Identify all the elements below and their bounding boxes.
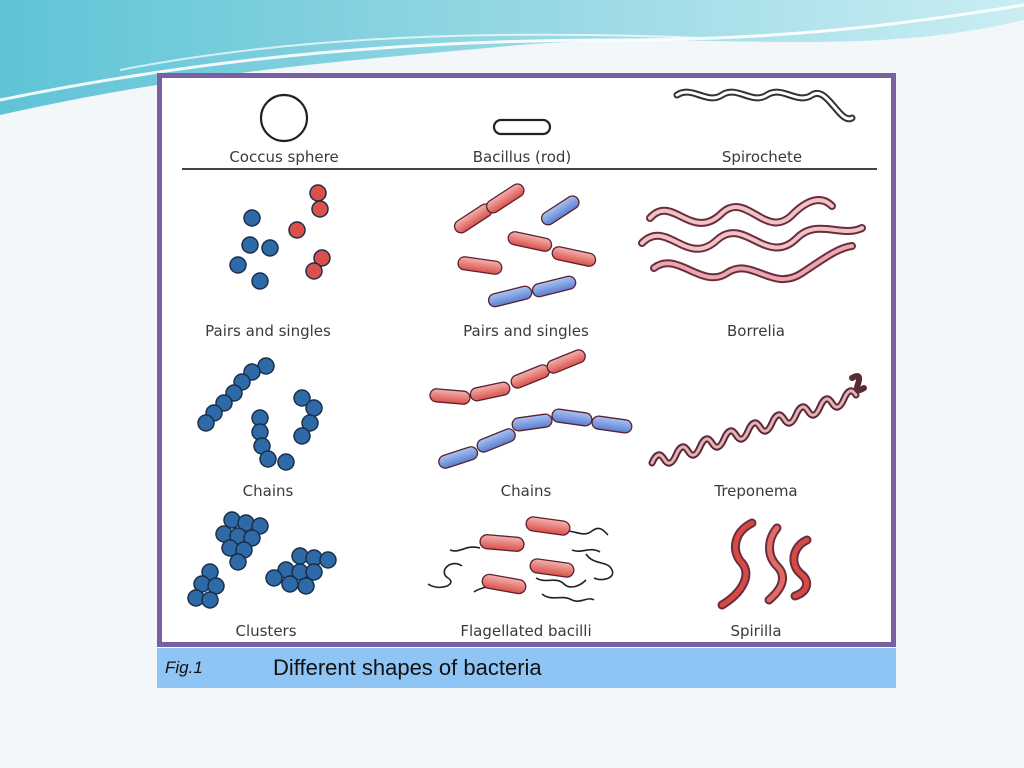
label-borrelia: Borrelia xyxy=(727,322,785,340)
header-label-bacillus: Bacillus (rod) xyxy=(473,148,572,166)
cocci-clusters-illustration xyxy=(187,511,337,609)
cocci-pairs-illustration xyxy=(229,184,331,290)
header-wave-line xyxy=(0,3,1024,102)
spirochete-icon xyxy=(673,88,856,123)
header-label-coccus: Coccus sphere xyxy=(229,148,338,166)
label-bacilli-chains: Chains xyxy=(501,482,552,500)
bacteria-diagram: Coccus sphere Bacillus (rod) Spirochete xyxy=(182,88,877,640)
bacilli-pairs-illustration xyxy=(453,183,597,308)
label-treponema: Treponema xyxy=(713,482,797,500)
borrelia-illustration xyxy=(638,196,866,283)
header-wave-shape xyxy=(0,0,1024,115)
spirilla-illustration xyxy=(717,518,812,610)
header-wave-line-2 xyxy=(119,33,701,71)
figure-caption-bar: Fig.1 Different shapes of bacteria xyxy=(157,648,896,688)
bacillus-rod-icon xyxy=(492,118,552,136)
label-cocci-clusters: Clusters xyxy=(235,622,296,640)
treponema-illustration xyxy=(648,373,867,467)
cocci-chains-illustration xyxy=(197,357,323,471)
flagellated-bacilli-illustration xyxy=(427,516,614,602)
figure-number: Fig.1 xyxy=(165,658,203,677)
header-label-spirochete: Spirochete xyxy=(722,148,802,166)
label-cocci-chains: Chains xyxy=(243,482,294,500)
label-cocci-pairs: Pairs and singles xyxy=(205,322,331,340)
label-bacilli-pairs: Pairs and singles xyxy=(463,322,589,340)
coccus-sphere-icon xyxy=(259,93,309,143)
figure-frame: Coccus sphere Bacillus (rod) Spirochete xyxy=(157,73,896,647)
label-spirilla: Spirilla xyxy=(730,622,781,640)
figure-caption-text: Different shapes of bacteria xyxy=(273,655,542,680)
label-flagellated-bacilli: Flagellated bacilli xyxy=(460,622,591,640)
bacilli-chains-illustration xyxy=(429,349,633,469)
